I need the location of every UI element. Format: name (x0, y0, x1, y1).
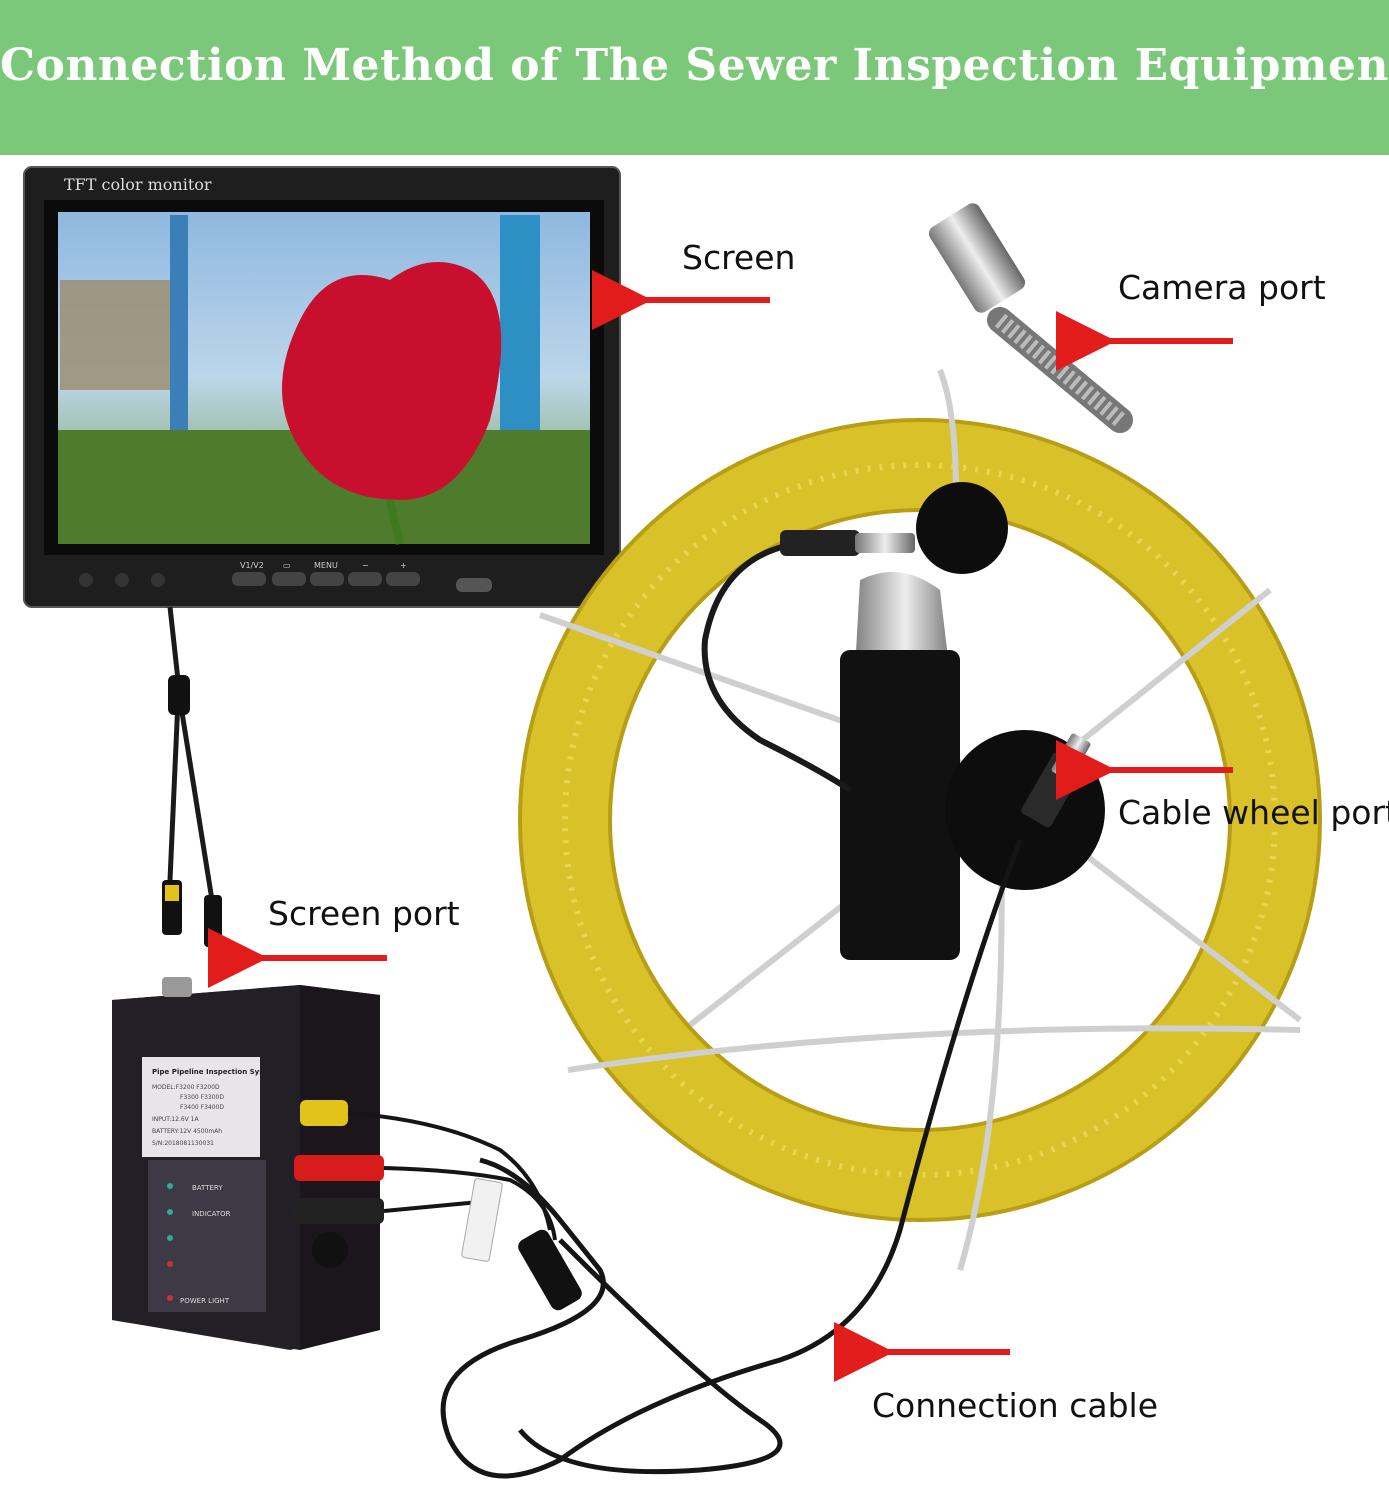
monitor-buttons: V1/V2 ▭ MENU − + (232, 561, 492, 592)
label-screen: Screen (682, 238, 796, 277)
svg-text:BATTERY:12V 4500mAh: BATTERY:12V 4500mAh (152, 1128, 222, 1135)
monitor-cable (167, 606, 215, 901)
svg-text:S/N:2018081130031: S/N:2018081130031 (152, 1140, 214, 1147)
monitor-brand-text: TFT color monitor (64, 175, 212, 194)
svg-text:+: + (400, 561, 407, 570)
svg-text:MENU: MENU (314, 561, 338, 570)
equipment-illustration: TFT color monitor V1/V2 ▭ MENU − + (23, 166, 1322, 1479)
page-title: Connection Method of The Sewer Inspectio… (0, 40, 1389, 91)
svg-text:INDICATOR: INDICATOR (192, 1210, 231, 1218)
reel-bracket (840, 650, 960, 960)
svg-text:INPUT:12.6V 1A: INPUT:12.6V 1A (152, 1116, 199, 1123)
svg-text:MODEL:F3200 F3200D: MODEL:F3200 F3200D (152, 1084, 220, 1091)
tft-monitor: TFT color monitor V1/V2 ▭ MENU − + (23, 166, 621, 608)
svg-text:BATTERY: BATTERY (192, 1184, 223, 1192)
tulip-flower (282, 262, 502, 500)
black-plug (294, 1198, 384, 1224)
label-cable-wheel-port: Cable wheel port (1118, 793, 1389, 832)
monitor-button[interactable] (310, 572, 344, 586)
connection-cable (440, 839, 1023, 1479)
svg-text:−: − (362, 561, 369, 570)
power-light-led (167, 1295, 173, 1301)
label-connection-cable: Connection cable (872, 1386, 1158, 1425)
yellow-rca-plug (300, 1100, 348, 1126)
control-box: Pipe Pipeline Inspection System MODEL:F3… (112, 977, 384, 1350)
camera-head (928, 203, 1133, 433)
cable-splitter (168, 675, 190, 715)
monitor-button[interactable] (386, 572, 420, 586)
monitor-button[interactable] (272, 572, 306, 586)
label-screen-port: Screen port (268, 894, 460, 933)
dc-plug (204, 895, 222, 947)
spec-sticker (142, 1057, 260, 1157)
svg-text:Pipe Pipeline Inspection Syste: Pipe Pipeline Inspection System (152, 1068, 279, 1076)
camera-link-connector (780, 530, 860, 556)
camera-link-cable (701, 542, 852, 793)
svg-text:POWER LIGHT: POWER LIGHT (180, 1297, 230, 1305)
svg-text:V1/V2: V1/V2 (240, 561, 264, 570)
red-rca-plug (294, 1155, 384, 1181)
power-jack (312, 1232, 348, 1268)
indicator-panel (148, 1160, 266, 1312)
battery-led (167, 1183, 173, 1189)
svg-text:▭: ▭ (283, 561, 291, 570)
indicator-led (167, 1209, 173, 1215)
monitor-button[interactable] (232, 572, 266, 586)
power-button[interactable] (456, 578, 492, 592)
svg-text:F3400 F3400D: F3400 F3400D (180, 1104, 224, 1111)
label-camera-port: Camera port (1118, 268, 1326, 307)
svg-text:F3300 F3300D: F3300 F3300D (180, 1094, 224, 1101)
annotation-arrows (208, 270, 1233, 1382)
monitor-button[interactable] (348, 572, 382, 586)
title-banner: Connection Method of The Sewer Inspectio… (0, 0, 1389, 155)
cable-reel (518, 368, 1322, 1271)
reel-knob (916, 482, 1008, 574)
